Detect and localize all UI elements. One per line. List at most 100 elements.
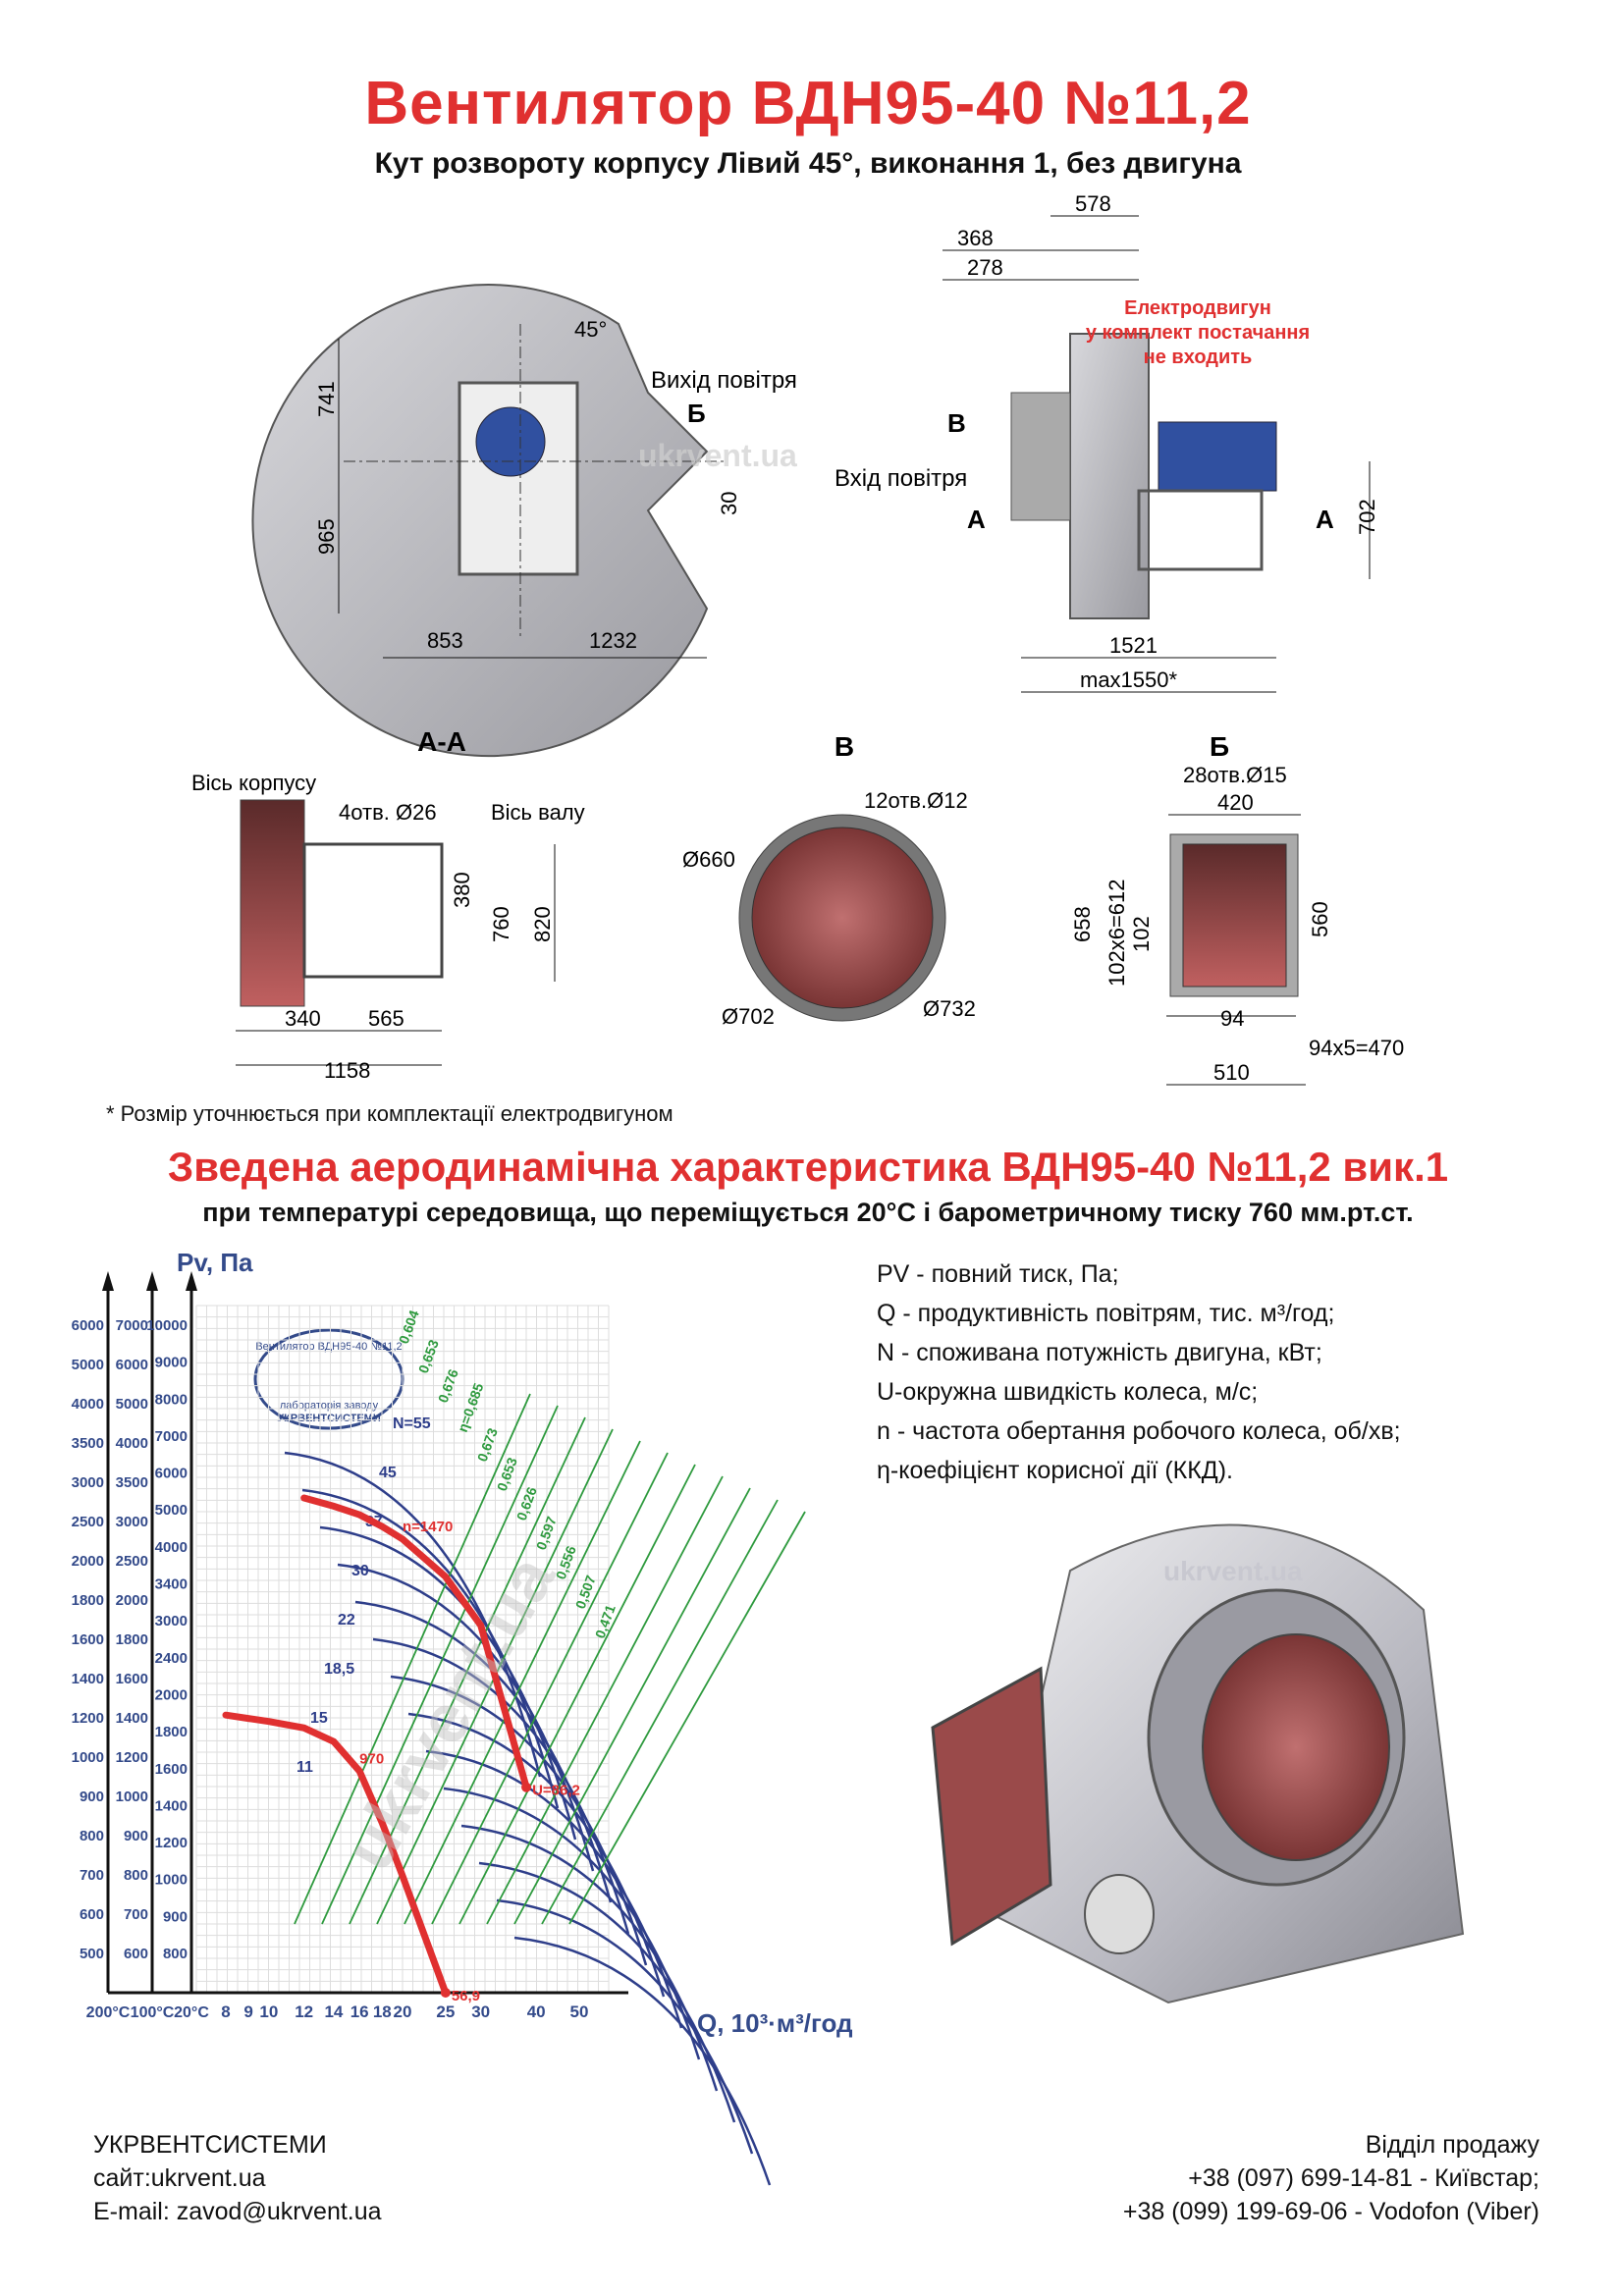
x-tick-label: 8: [221, 2002, 230, 2021]
y-tick-label: 2500: [72, 1514, 104, 1530]
dim-565: 565: [368, 1006, 404, 1031]
series-annotation: 56,9: [452, 1988, 480, 2004]
y-tick-label: 2500: [116, 1553, 148, 1570]
pressure-curve: [513, 1936, 772, 2186]
x-tick-label: 25: [436, 2002, 455, 2021]
y-tick-label: 1200: [116, 1749, 148, 1766]
inlet-label: Вхід повітря: [835, 465, 967, 492]
y-tick-label: 1000: [72, 1749, 104, 1766]
dim-94: 94: [1220, 1006, 1244, 1031]
footer-sales: Відділ продажу +38 (097) 699-14-81 - Киї…: [1123, 2128, 1539, 2228]
dim-853: 853: [427, 628, 463, 653]
y-tick-label: 3000: [72, 1474, 104, 1491]
temp-axis-label: 200°С: [86, 2004, 131, 2021]
page-title: Вентилятор ВДН95-40 №11,2: [364, 70, 1252, 137]
motor-note-1: Електродвигун: [1124, 297, 1271, 319]
efficiency-line: [404, 1440, 641, 1925]
dim-510: 510: [1213, 1060, 1250, 1085]
footer-company: УКРВЕНТСИСТЕМИ сайт:ukrvent.ua E-mail: z…: [93, 2128, 382, 2228]
motor-note-2: у комплект постачання: [1086, 322, 1310, 344]
y-tick-label: 4000: [72, 1396, 104, 1413]
y-tick-label: 1800: [116, 1631, 148, 1648]
y-tick-label: 2000: [155, 1686, 188, 1703]
dim-560: 560: [1308, 901, 1332, 937]
temp-axis-label: 100°С: [131, 2004, 175, 2021]
y-tick-label: 1200: [155, 1835, 188, 1851]
y-tick-label: 3000: [116, 1514, 148, 1530]
efficiency-line: [294, 1393, 531, 1925]
efficiency-label: η=0,685: [455, 1381, 487, 1434]
efficiency-line: [458, 1464, 696, 1925]
chart-section-title: Зведена аеродинамічна характеристика ВДН…: [167, 1144, 1449, 1190]
y-tick-label: 1800: [72, 1592, 104, 1609]
dim-741: 741: [314, 381, 339, 417]
company-email[interactable]: E-mail: zavod@ukrvent.ua: [93, 2198, 382, 2225]
watermark: ukrvent.ua: [638, 438, 797, 473]
y-tick-label: 700: [124, 1906, 148, 1923]
dim-340: 340: [285, 1006, 321, 1031]
watermark-3d: ukrvent.ua: [1163, 1556, 1303, 1586]
dim-102: 102: [1129, 916, 1154, 952]
section-b-title: Б: [1210, 731, 1229, 762]
company-site[interactable]: сайт:ukrvent.ua: [93, 2164, 266, 2192]
angle-label: 45°: [574, 317, 607, 342]
phone-vodafone[interactable]: +38 (099) 199-69-06 - Vodofon (Viber): [1122, 2198, 1539, 2225]
axis-body-label: Вісь корпусу: [191, 771, 316, 795]
power-label: 18,5: [324, 1661, 354, 1678]
y-tick-label: 1000: [116, 1789, 148, 1805]
axis-arrow: [102, 1271, 114, 1291]
series-line: [222, 1711, 450, 1997]
y-tick-label: 1600: [155, 1761, 188, 1778]
y-tick-label: 5000: [155, 1502, 188, 1519]
section-b-marker: Б: [687, 399, 706, 428]
x-tick-label: 40: [527, 2002, 546, 2021]
d702-label: Ø702: [722, 1004, 775, 1029]
x-tick-label: 16: [350, 2002, 369, 2021]
y-tick-label: 1600: [72, 1631, 104, 1648]
y-tick-label: 4000: [116, 1435, 148, 1452]
x-tick-label: 9: [243, 2002, 252, 2021]
dim-1521: 1521: [1109, 633, 1158, 658]
dim-1232: 1232: [589, 628, 637, 653]
temp-axis-label: 20°С: [174, 2004, 209, 2021]
stamp-line2: лабораторія заводу: [280, 1400, 379, 1412]
dim-max1550: max1550*: [1080, 667, 1178, 692]
frame-section: [302, 842, 444, 979]
y-tick-label: 1600: [116, 1671, 148, 1687]
y-tick-label: 1400: [116, 1710, 148, 1727]
stamp-line1: Вентилятор ВДН95-40 №11,2: [255, 1341, 402, 1353]
motor-body: [1158, 421, 1277, 492]
dim-380: 380: [450, 872, 474, 908]
x-tick-label: 20: [394, 2002, 412, 2021]
view-b-marker: В: [947, 408, 966, 438]
d732-label: Ø732: [923, 996, 976, 1021]
pressure-curve: [407, 1712, 666, 1998]
power-label: 11: [296, 1759, 313, 1776]
housing-section: [240, 799, 305, 1007]
legend-item: U-окружна швидкість колеса, м/с;: [877, 1378, 1259, 1406]
lab-stamp: Вентилятор ВДН95-40 №11,2 лабораторія за…: [253, 1328, 404, 1430]
efficiency-line: [321, 1405, 559, 1925]
chart-section-subtitle: при температурі середовища, що переміщує…: [202, 1198, 1414, 1227]
pressure-curve: [425, 1749, 683, 2029]
view-b-title: В: [835, 731, 854, 762]
phone-kyivstar[interactable]: +38 (097) 699-14-81 - Київстар;: [1188, 2164, 1539, 2192]
section-a-left: А: [967, 505, 986, 534]
y-tick-label: 600: [80, 1906, 104, 1923]
dim-702: 702: [1355, 499, 1379, 535]
legend: PV - повний тиск, Па; Q - продуктивність…: [877, 1255, 1401, 1490]
y-tick-label: 500: [80, 1946, 104, 1962]
stamp-line3: УКРВЕНТСИСТЕМИ: [277, 1413, 381, 1424]
y-tick-label: 3000: [155, 1613, 188, 1629]
legend-item: N - споживана потужність двигуна, кВт;: [877, 1339, 1322, 1366]
x-tick-label: 10: [259, 2002, 278, 2021]
y-tick-label: 8000: [155, 1391, 188, 1408]
x-tick-label: 14: [324, 2002, 343, 2021]
efficiency-line: [541, 1499, 779, 1925]
aerodynamic-chart: Pv, Па Q, 10³·м³/год Вентилятор ВДН95-40…: [72, 1248, 853, 2186]
outlet-flange: [931, 1666, 1052, 1947]
y-tick-label: 3400: [155, 1576, 188, 1593]
footnote: * Розмір уточнюється при комплектації ел…: [106, 1101, 673, 1126]
axis-arrow: [146, 1271, 158, 1291]
y-tick-label: 2000: [116, 1592, 148, 1609]
